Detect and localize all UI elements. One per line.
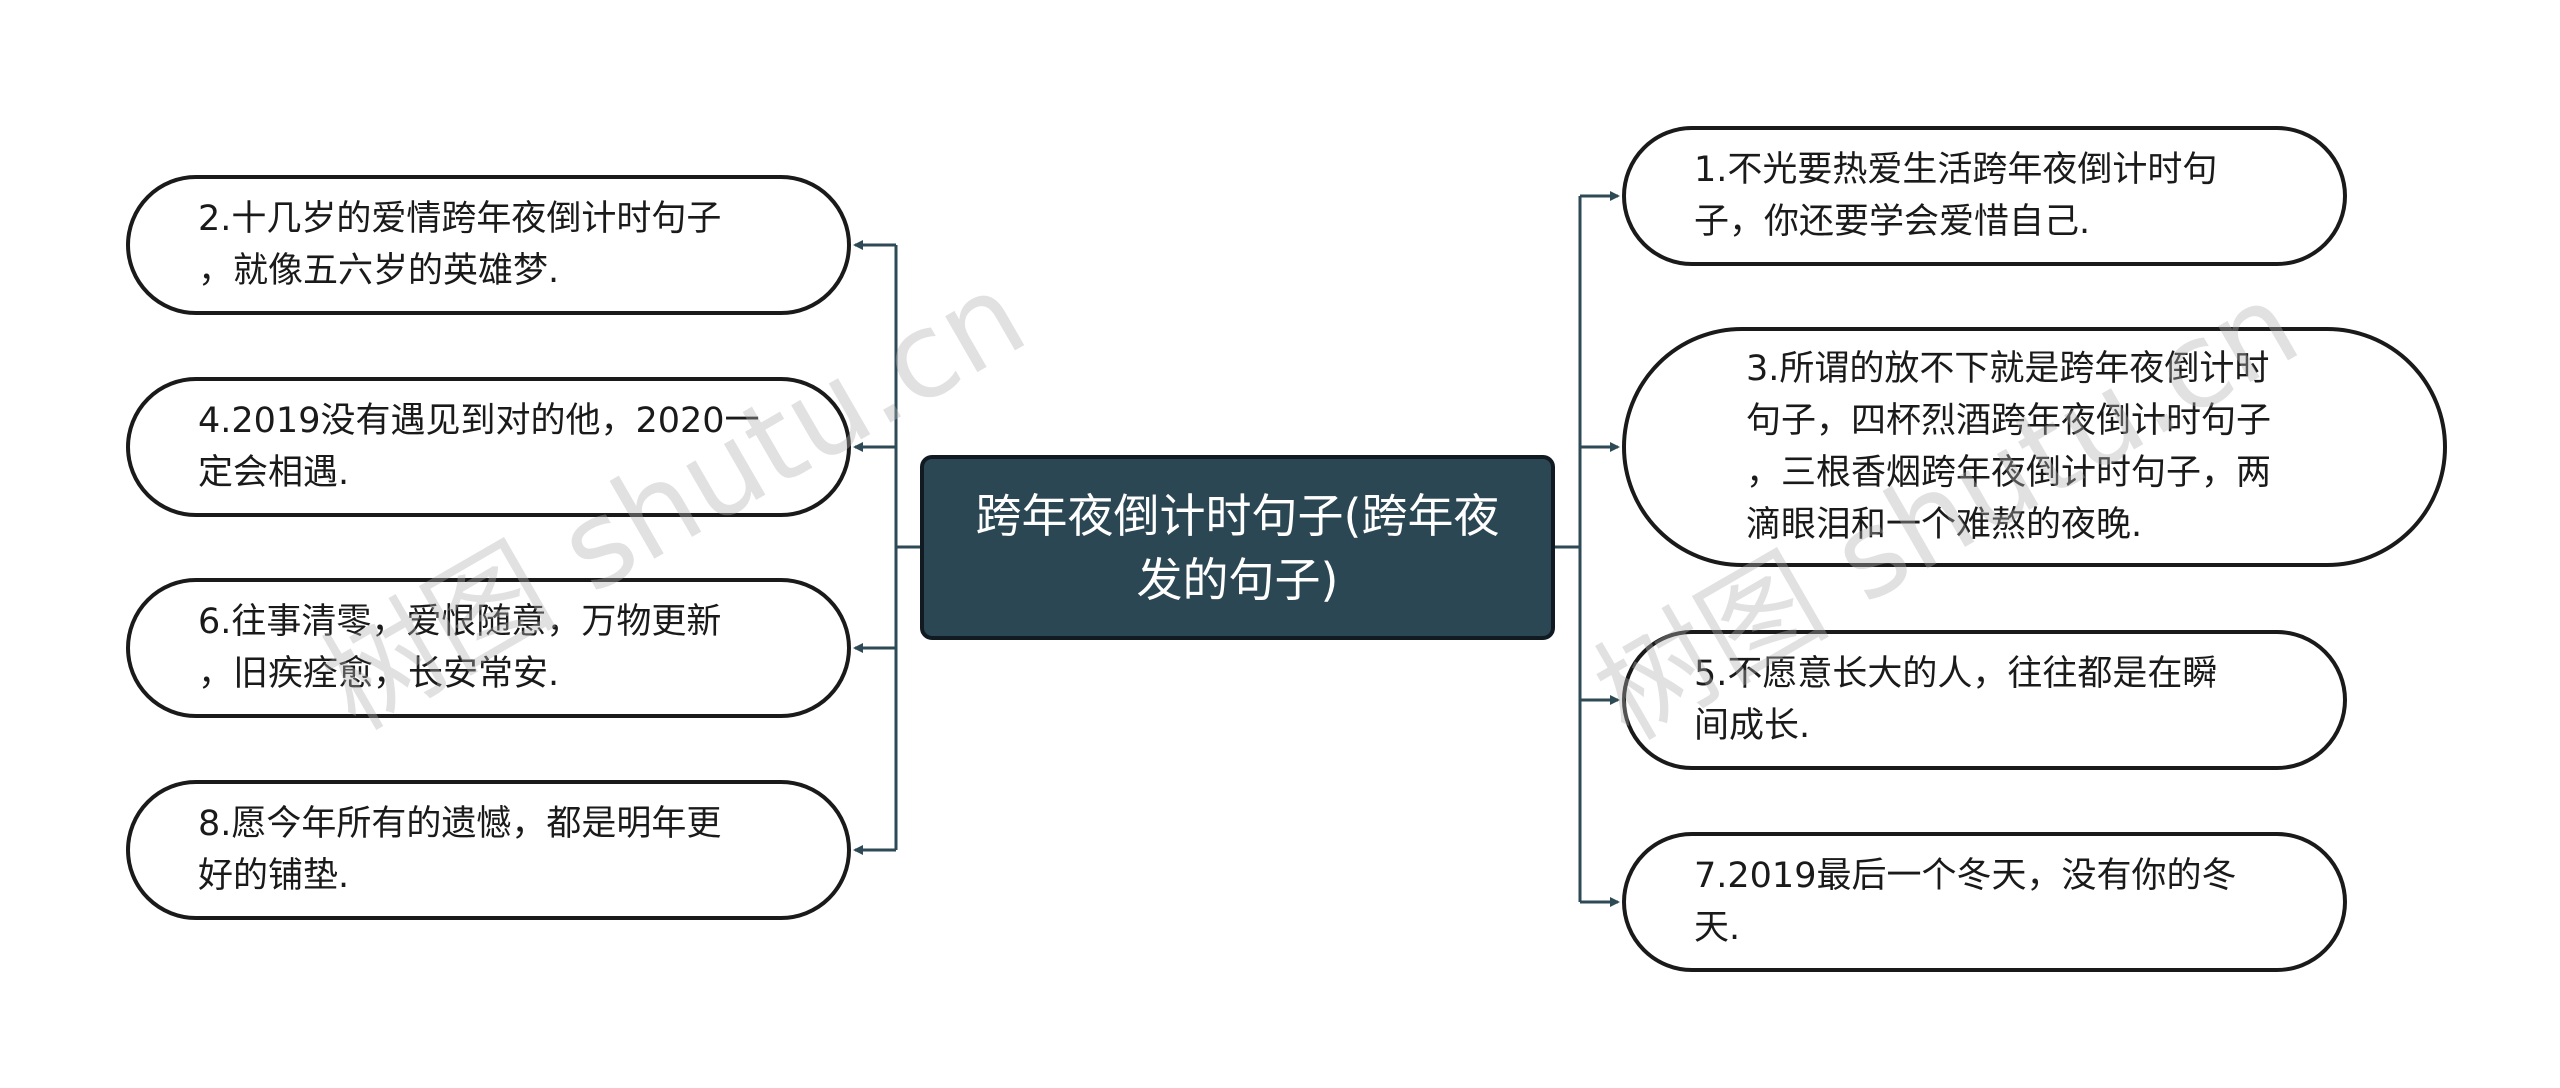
node-text: 3.所谓的放不下就是跨年夜倒计时 句子，四杯烈酒跨年夜倒计时句子 ，三根香烟跨年…	[1746, 349, 2272, 545]
node-text: 1.不光要热爱生活跨年夜倒计时句 子，你还要学会爱惜自己.	[1694, 150, 2218, 242]
right-node-1[interactable]: 1.不光要热爱生活跨年夜倒计时句 子，你还要学会爱惜自己.	[1622, 126, 2347, 266]
node-text: 7.2019最后一个冬天，没有你的冬 天.	[1694, 856, 2237, 948]
right-node-5[interactable]: 5.不愿意长大的人，往往都是在瞬 间成长.	[1622, 630, 2347, 770]
left-node-8[interactable]: 8.愿今年所有的遗憾，都是明年更 好的铺垫.	[126, 780, 851, 920]
left-node-6[interactable]: 6.往事清零，爱恨随意，万物更新 ，旧疾痊愈，长安常安.	[126, 578, 851, 718]
left-node-2[interactable]: 2.十几岁的爱情跨年夜倒计时句子 ，就像五六岁的英雄梦.	[126, 175, 851, 315]
central-topic-text: 跨年夜倒计时句子(跨年夜 发的句子)	[975, 488, 1500, 607]
node-text: 5.不愿意长大的人，往往都是在瞬 间成长.	[1694, 654, 2218, 746]
node-text: 6.往事清零，爱恨随意，万物更新 ，旧疾痊愈，长安常安.	[198, 602, 722, 694]
node-text: 2.十几岁的爱情跨年夜倒计时句子 ，就像五六岁的英雄梦.	[198, 199, 722, 291]
left-node-4[interactable]: 4.2019没有遇见到对的他，2020一 定会相遇.	[126, 377, 851, 517]
node-text: 8.愿今年所有的遗憾，都是明年更 好的铺垫.	[198, 804, 722, 896]
node-text: 4.2019没有遇见到对的他，2020一 定会相遇.	[198, 401, 760, 493]
central-topic[interactable]: 跨年夜倒计时句子(跨年夜 发的句子)	[920, 455, 1555, 640]
right-node-7[interactable]: 7.2019最后一个冬天，没有你的冬 天.	[1622, 832, 2347, 972]
right-node-3[interactable]: 3.所谓的放不下就是跨年夜倒计时 句子，四杯烈酒跨年夜倒计时句子 ，三根香烟跨年…	[1622, 327, 2447, 567]
